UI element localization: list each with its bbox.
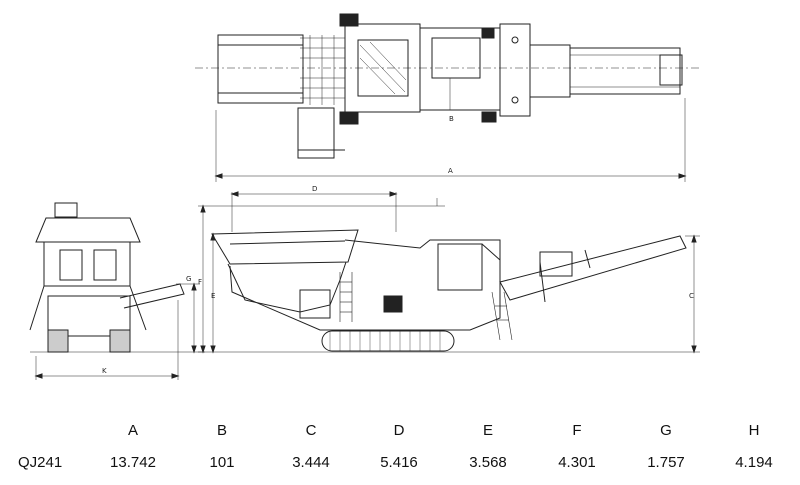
- col-header-h: H: [748, 422, 760, 439]
- col-header-c: C: [305, 422, 317, 439]
- col-header-e: E: [482, 422, 493, 439]
- side-dim-e-label: E: [211, 292, 215, 300]
- side-dim-c-label: C: [689, 292, 694, 300]
- model-name: QJ241: [18, 454, 63, 471]
- col-header-a: A: [127, 422, 138, 439]
- top-view: B A: [195, 13, 700, 182]
- value-e: 3.568: [469, 454, 507, 471]
- value-b: 101: [209, 454, 235, 471]
- front-view: G K: [29, 202, 205, 380]
- top-dim-a-label: A: [448, 167, 453, 175]
- col-header-f: F: [572, 422, 582, 439]
- front-dim-k-label: K: [102, 367, 107, 375]
- value-a: 13.742: [110, 454, 156, 471]
- top-dim-b-label: B: [449, 115, 454, 123]
- side-view: D: [198, 185, 700, 354]
- col-header-b: B: [216, 422, 227, 439]
- value-g: 1.757: [647, 454, 685, 471]
- side-dim-d-label: D: [312, 185, 317, 193]
- col-header-d: D: [393, 422, 405, 439]
- front-dim-g-label: G: [186, 275, 191, 283]
- value-d: 5.416: [380, 454, 418, 471]
- front-dim-f-label: F: [198, 278, 202, 286]
- col-header-g: G: [660, 422, 672, 439]
- value-f: 4.301: [558, 454, 596, 471]
- technical-drawing: B A D: [29, 13, 700, 380]
- value-h: 4.194: [735, 454, 773, 471]
- value-c: 3.444: [292, 454, 330, 471]
